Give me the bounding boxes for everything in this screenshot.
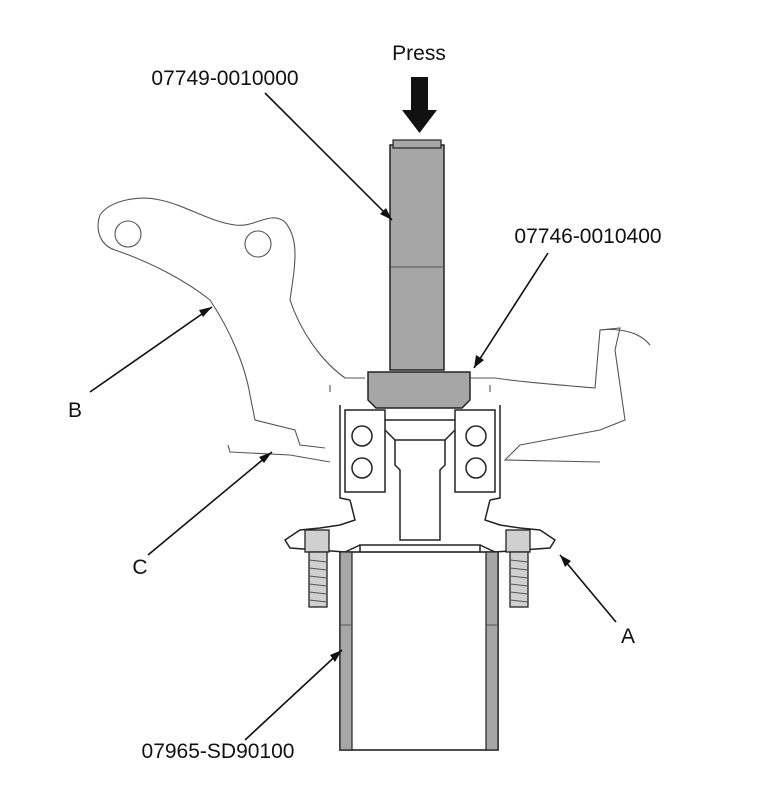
attachment-tool bbox=[367, 371, 471, 409]
tool-label-07749: 07749-0010000 bbox=[151, 67, 298, 90]
callout-b-label: B bbox=[68, 399, 82, 422]
steering-knuckle bbox=[97, 197, 651, 463]
callout-a-label: A bbox=[621, 625, 635, 648]
press-shaft-tool bbox=[389, 139, 445, 371]
tool-label-07746: 07746-0010400 bbox=[514, 225, 661, 248]
leader-lines bbox=[89, 92, 617, 741]
hub-bolt-right bbox=[505, 529, 531, 608]
press-arrow-icon bbox=[402, 77, 437, 133]
support-tube-tool bbox=[339, 551, 499, 751]
tool-label-07965: 07965-SD90100 bbox=[142, 740, 295, 763]
wheel-bearing bbox=[339, 405, 501, 501]
hub-bolt-left bbox=[304, 529, 330, 608]
press-label: Press bbox=[392, 42, 446, 65]
callout-c-label: C bbox=[132, 556, 147, 579]
